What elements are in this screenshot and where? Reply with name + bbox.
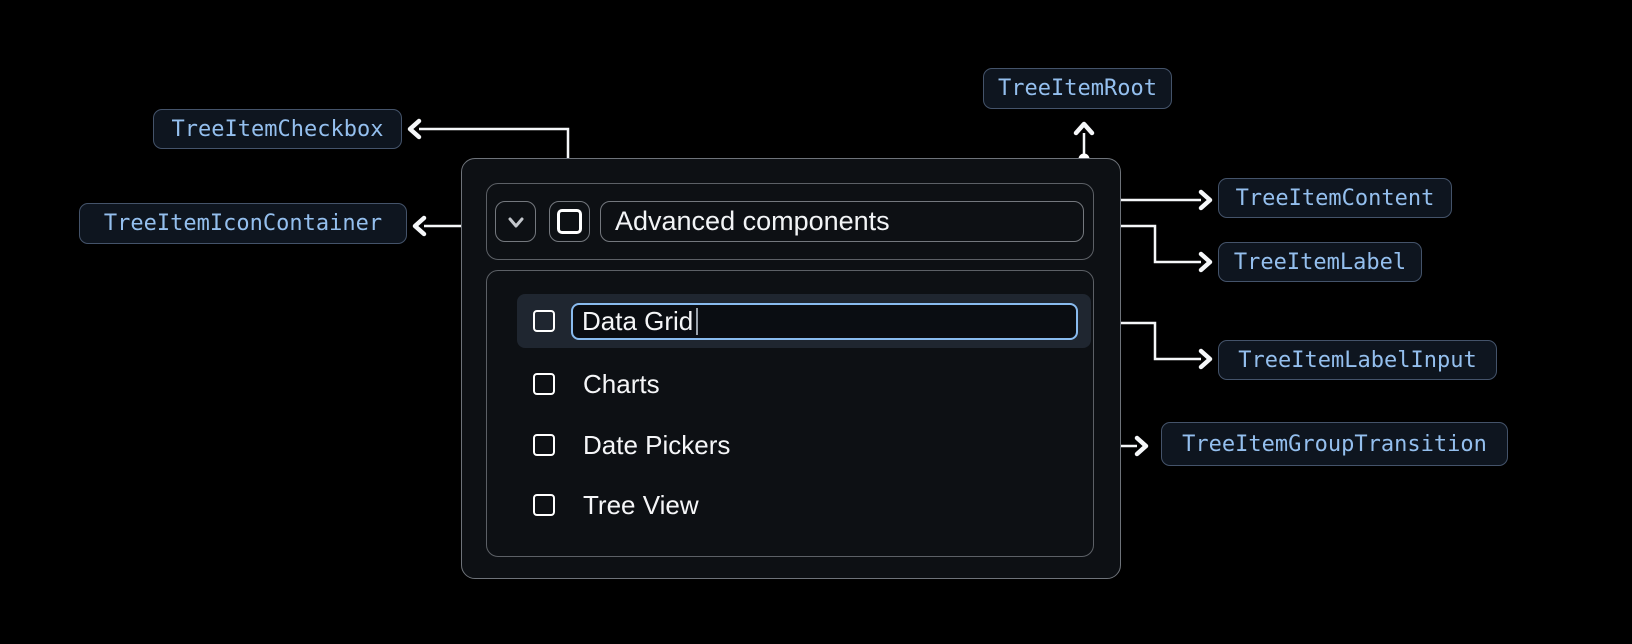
tree-row[interactable]: Date Pickers [517, 418, 1091, 472]
parent-item-label-text: Advanced components [615, 206, 890, 236]
checkbox-unchecked-icon[interactable] [533, 373, 555, 395]
callout-tree-item-root: TreeItemRoot [983, 68, 1172, 109]
tree-item-root [461, 158, 1121, 579]
checkbox-unchecked-icon[interactable] [533, 310, 555, 332]
callout-tree-item-checkbox: TreeItemCheckbox [153, 109, 402, 149]
tree-row[interactable]: Tree View [517, 478, 1091, 532]
tree-item-label: Date Pickers [583, 429, 731, 460]
tree-row-editing[interactable]: Data Grid [517, 294, 1091, 348]
tree-row[interactable]: Charts [517, 357, 1091, 411]
expand-collapse-button[interactable] [495, 201, 536, 242]
callout-tree-item-label: TreeItemLabel [1218, 242, 1422, 282]
arrow-up-icon [1073, 121, 1095, 136]
callout-tree-item-group-transition: TreeItemGroupTransition [1161, 422, 1508, 466]
tree-item-label: Tree View [583, 489, 699, 520]
callout-tree-item-icon-container: TreeItemIconContainer [79, 203, 407, 244]
text-cursor [696, 307, 699, 335]
arrow-right-icon [1198, 251, 1213, 273]
tree-item-label: Advanced components [600, 201, 1084, 242]
callout-tree-item-label-input: TreeItemLabelInput [1218, 340, 1497, 380]
arrow-right-icon [1198, 348, 1213, 370]
arrow-right-icon [1198, 189, 1213, 211]
tree-item-checkbox[interactable] [549, 201, 590, 242]
checkbox-unchecked-icon[interactable] [533, 494, 555, 516]
arrow-left-icon [412, 215, 427, 237]
checkbox-unchecked-icon [557, 209, 582, 234]
arrow-right-icon [1134, 435, 1149, 457]
chevron-down-icon [508, 217, 523, 227]
label-input-value: Data Grid [582, 305, 694, 336]
tree-item-content[interactable]: Advanced components [486, 183, 1094, 260]
arrow-left-icon [407, 118, 422, 140]
callout-tree-item-content: TreeItemContent [1218, 178, 1452, 218]
tree-item-label-input[interactable]: Data Grid [571, 302, 1078, 340]
tree-item-group-transition [486, 270, 1094, 557]
tree-item-label: Charts [583, 368, 660, 399]
checkbox-unchecked-icon[interactable] [533, 434, 555, 456]
